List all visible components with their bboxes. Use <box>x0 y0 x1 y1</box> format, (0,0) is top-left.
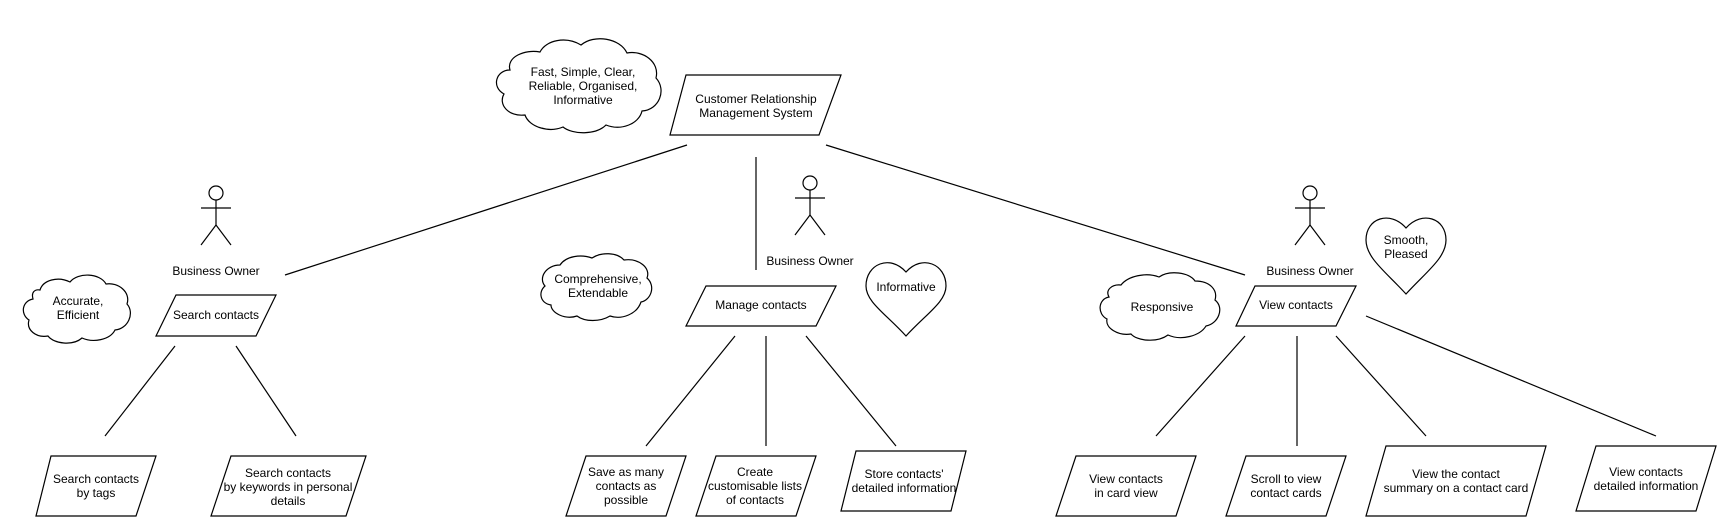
connector-manage-save <box>645 335 736 447</box>
manage-emotion-heart-shape <box>865 262 947 337</box>
subtask-view-detailed-shape <box>1575 445 1717 512</box>
connector-view-summary <box>1335 335 1427 437</box>
connector-search-keywords <box>235 345 297 437</box>
root-quality-cloud-shape <box>495 38 662 134</box>
connector-view-detailed <box>1365 315 1657 437</box>
subtask-manage-store-shape <box>840 450 967 512</box>
connector-search-tags <box>104 345 176 437</box>
subtask-view-summary-shape <box>1365 445 1547 517</box>
actor-view-label: Business Owner <box>1266 264 1354 278</box>
subtask-search-tags-shape <box>35 455 157 517</box>
task-manage-shape <box>685 285 837 327</box>
actor-search <box>200 185 232 246</box>
search-quality-cloud-shape <box>22 274 131 344</box>
subtask-view-cardview-shape <box>1055 455 1197 517</box>
actor-view <box>1294 185 1326 246</box>
view-quality-cloud-shape <box>1099 272 1221 341</box>
task-view-shape <box>1235 285 1357 327</box>
root-system-shape <box>669 74 842 136</box>
manage-quality-cloud-shape <box>540 253 653 322</box>
subtask-search-keywords-shape <box>210 455 367 517</box>
view-emotion-heart-shape <box>1365 217 1447 295</box>
actor-search-label: Business Owner <box>172 264 260 278</box>
connector-manage-store <box>805 335 897 447</box>
subtask-view-scroll-shape <box>1225 455 1347 517</box>
actor-manage <box>794 175 826 236</box>
connector-root-view <box>825 144 1246 276</box>
connector-root-search <box>284 144 688 276</box>
connector-view-cardview <box>1155 335 1246 437</box>
actor-manage-label: Business Owner <box>766 254 854 268</box>
subtask-manage-save-shape <box>565 455 687 517</box>
connectors <box>104 144 1657 447</box>
task-search-shape <box>155 294 277 337</box>
subtask-manage-lists-shape <box>695 455 817 517</box>
